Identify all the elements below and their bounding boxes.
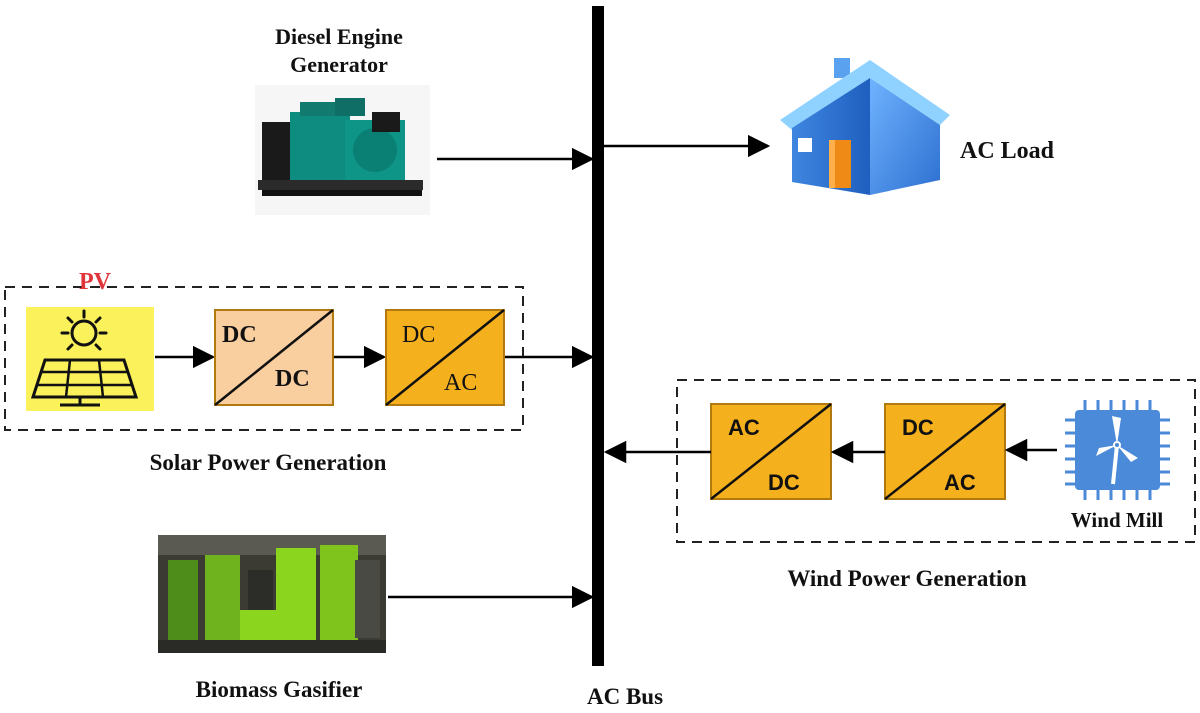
wind-dcac-bottom: AC — [944, 470, 976, 495]
pv-panel-icon — [26, 307, 154, 411]
ac-bus-label: AC Bus — [586, 684, 664, 709]
ac-bus-bar — [592, 6, 604, 666]
ac-load-label: AC Load — [960, 138, 1055, 164]
diesel-title-line2: Generator — [290, 52, 388, 77]
wind-mill-icon — [1065, 400, 1170, 500]
wind-acdc-bottom: DC — [768, 470, 800, 495]
solar-dcdc-converter — [214, 309, 334, 406]
solar-dcac-top: DC — [402, 322, 436, 348]
wind-dcac-converter — [884, 403, 1006, 500]
diesel-generator-icon — [255, 85, 430, 215]
wind-dcac-top: DC — [902, 415, 934, 440]
biomass-label: Biomass Gasifier — [195, 677, 363, 702]
diesel-title-line1: Diesel Engine — [275, 24, 403, 49]
solar-group-box — [4, 286, 524, 431]
house-icon — [780, 58, 950, 195]
solar-dcdc-bottom: DC — [275, 366, 310, 392]
pv-label: PV — [79, 269, 111, 295]
solar-dcac-converter — [385, 309, 505, 406]
wind-acdc-top: AC — [728, 415, 760, 440]
solar-dcac-bottom: AC — [444, 370, 478, 396]
wind-acdc-converter — [710, 403, 832, 500]
wind-group-label: Wind Power Generation — [787, 566, 1027, 591]
solar-dcdc-top: DC — [222, 322, 257, 348]
wind-group-box — [676, 379, 1196, 543]
biomass-gasifier-icon — [158, 535, 386, 653]
wind-mill-label: Wind Mill — [1070, 508, 1164, 532]
solar-group-label: Solar Power Generation — [149, 450, 387, 475]
